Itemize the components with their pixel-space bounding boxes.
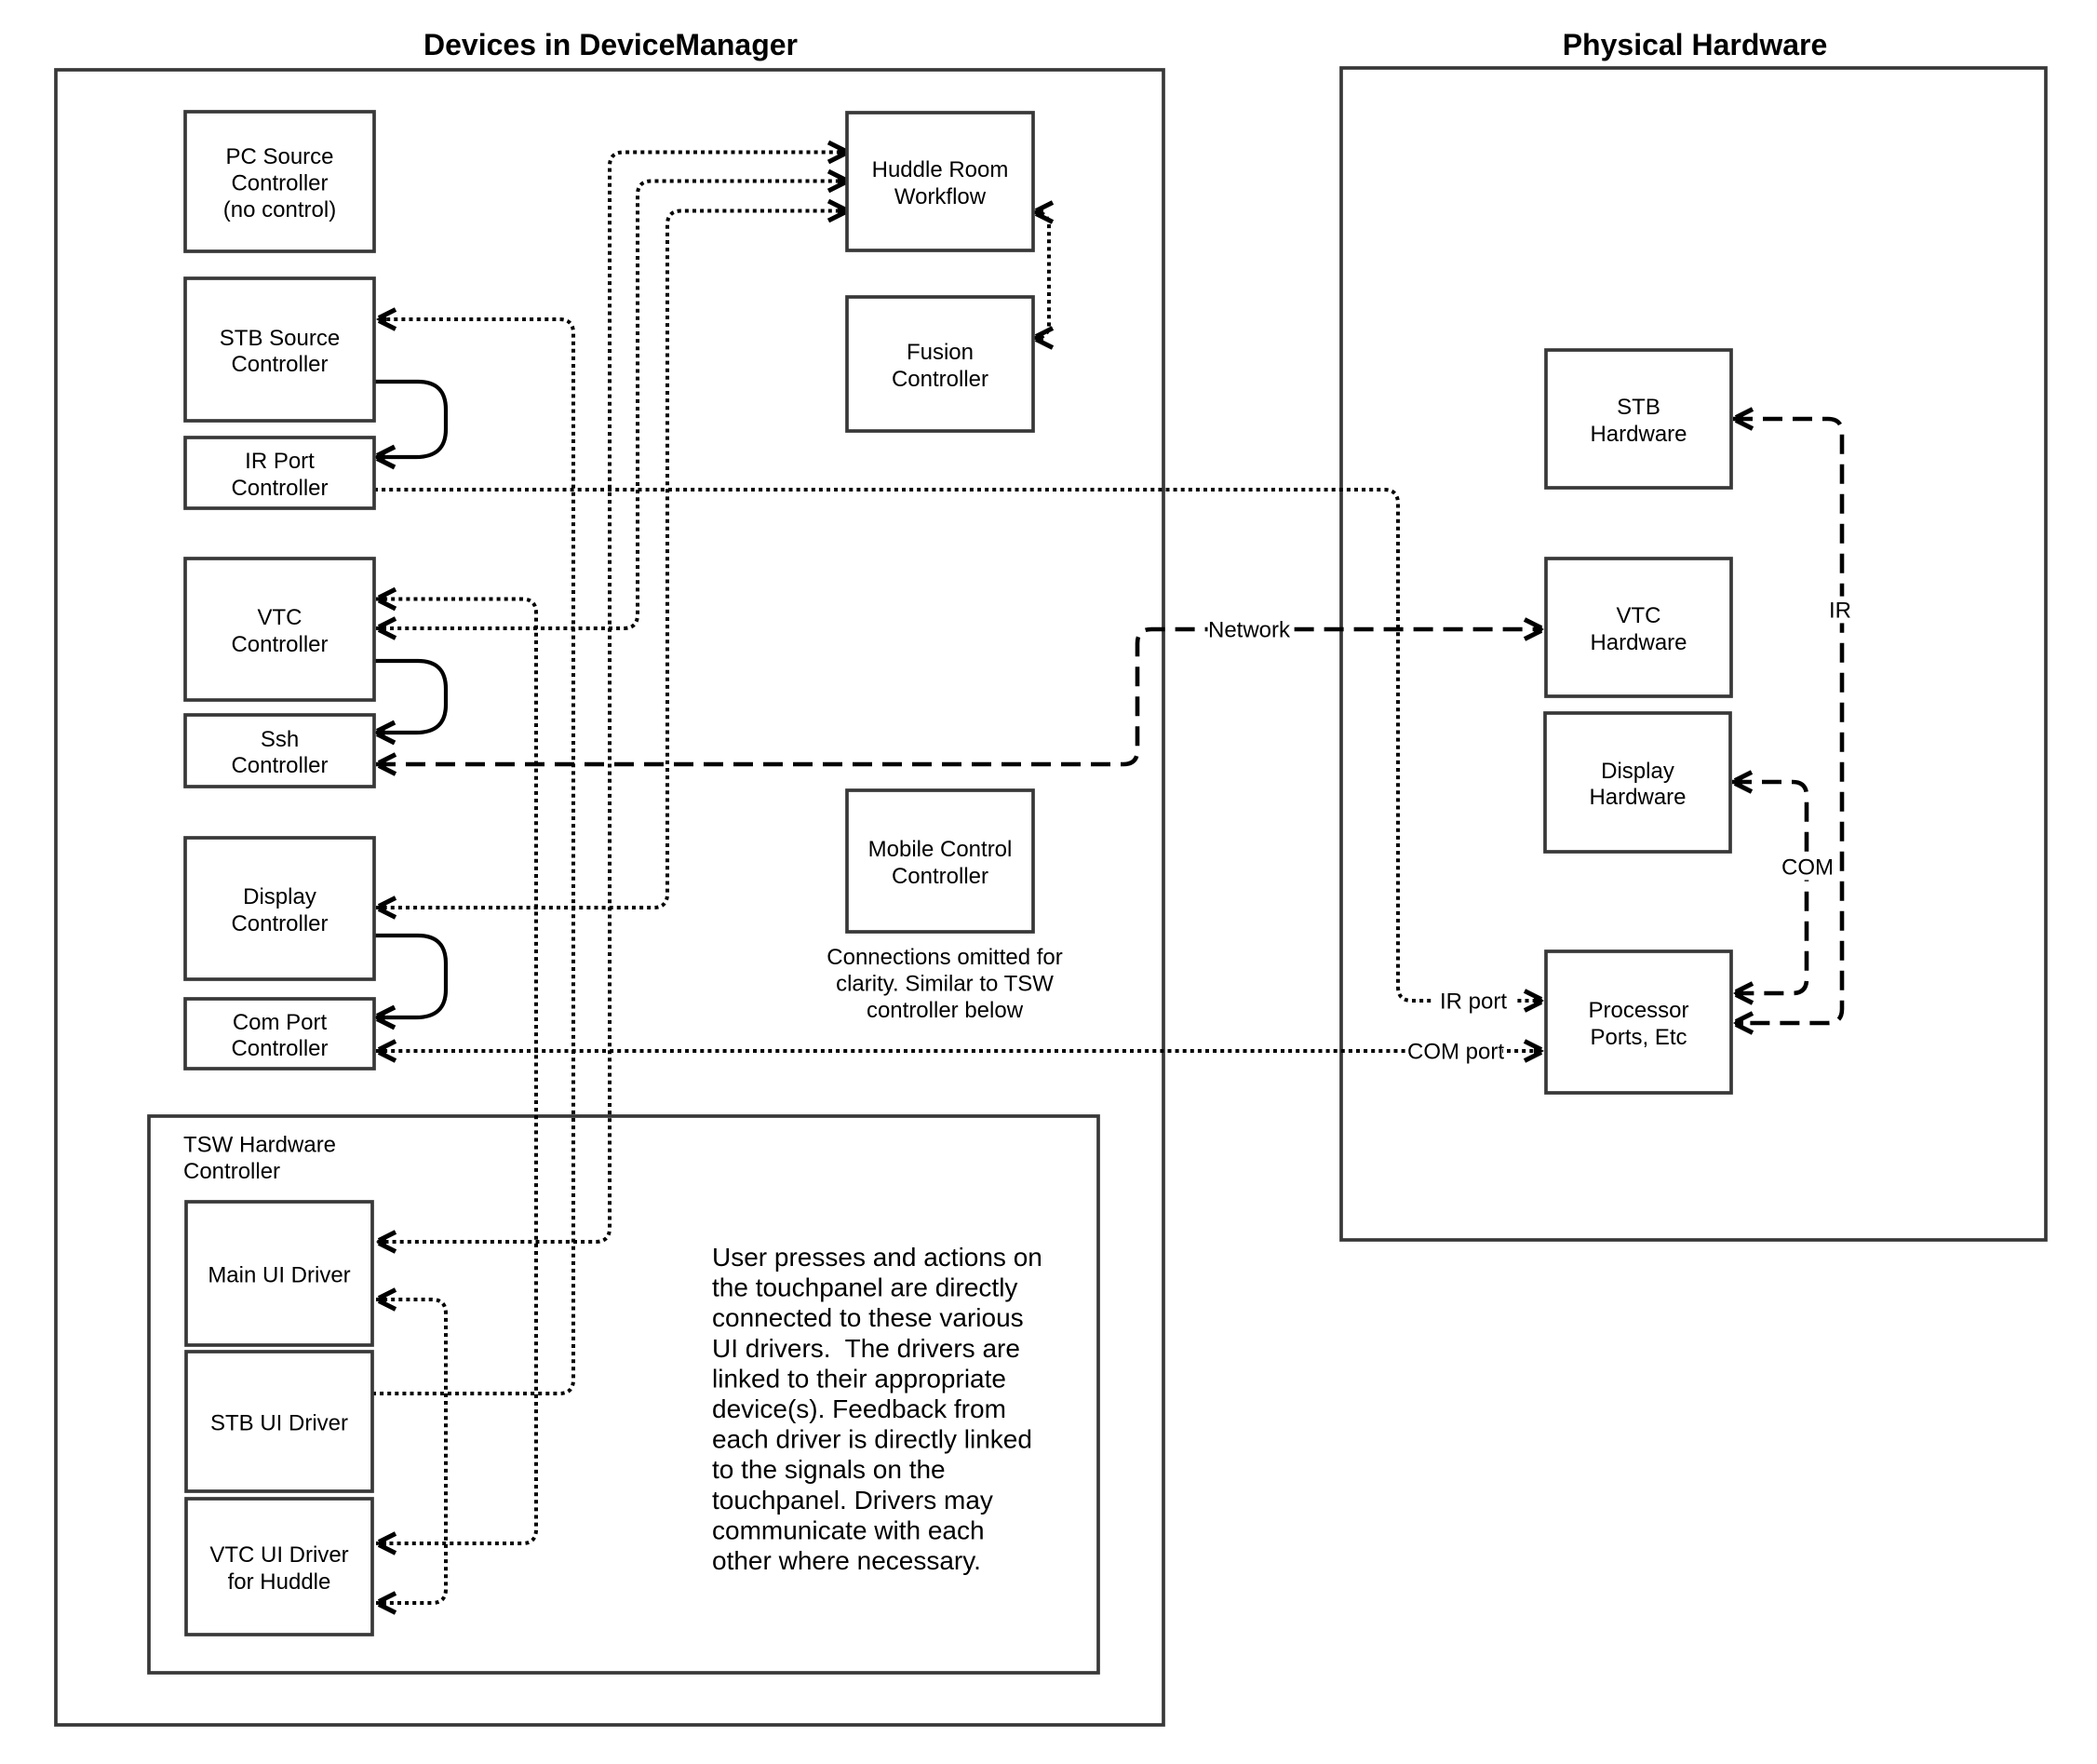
svg-text:IR port: IR port	[1440, 989, 1507, 1014]
svg-text:COM: COM	[1781, 855, 1834, 880]
svg-text:Huddle Room: Huddle Room	[872, 157, 1009, 182]
svg-text:STB Source: STB Source	[220, 326, 340, 351]
svg-text:Hardware: Hardware	[1590, 422, 1687, 447]
svg-text:User presses and actions on: User presses and actions on	[712, 1243, 1042, 1272]
svg-text:Controller: Controller	[892, 864, 988, 889]
svg-text:Controller: Controller	[231, 476, 328, 501]
svg-text:STB UI Driver: STB UI Driver	[210, 1411, 348, 1436]
svg-text:Processor: Processor	[1588, 998, 1688, 1023]
svg-text:Workflow: Workflow	[894, 184, 987, 209]
svg-text:communicate with each: communicate with each	[712, 1515, 985, 1544]
svg-text:Controller: Controller	[231, 171, 328, 196]
svg-text:Main UI Driver: Main UI Driver	[208, 1263, 350, 1288]
svg-text:controller below: controller below	[867, 998, 1024, 1023]
svg-text:VTC: VTC	[1617, 603, 1661, 628]
svg-text:Display: Display	[243, 884, 316, 909]
svg-text:touchpanel. Drivers may: touchpanel. Drivers may	[712, 1486, 993, 1515]
svg-text:IR: IR	[1829, 598, 1851, 623]
svg-text:Controller: Controller	[231, 753, 328, 778]
svg-text:Controller: Controller	[892, 367, 988, 392]
svg-text:linked to their appropriate: linked to their appropriate	[712, 1364, 1006, 1393]
svg-text:Display: Display	[1601, 759, 1674, 784]
svg-text:Ports, Etc: Ports, Etc	[1590, 1025, 1687, 1050]
svg-text:UI drivers. The drivers are: UI drivers. The drivers are	[712, 1334, 1020, 1363]
svg-text:VTC: VTC	[258, 605, 302, 630]
svg-text:Com Port: Com Port	[233, 1010, 328, 1035]
svg-text:clarity. Similar to TSW: clarity. Similar to TSW	[836, 972, 1054, 997]
svg-text:Hardware: Hardware	[1589, 785, 1686, 810]
svg-text:Hardware: Hardware	[1590, 630, 1687, 655]
svg-text:the touchpanel are directly: the touchpanel are directly	[712, 1273, 1017, 1302]
svg-text:Mobile Control: Mobile Control	[868, 837, 1013, 862]
svg-text:VTC UI Driver: VTC UI Driver	[209, 1542, 348, 1568]
svg-text:Fusion: Fusion	[907, 340, 974, 365]
svg-text:connected to these various: connected to these various	[712, 1303, 1024, 1332]
svg-text:to the signals on the: to the signals on the	[712, 1455, 946, 1484]
svg-text:Controller: Controller	[231, 352, 328, 377]
svg-text:Controller: Controller	[231, 632, 328, 657]
svg-text:STB: STB	[1617, 395, 1660, 420]
svg-text:Connections omitted for: Connections omitted for	[827, 945, 1062, 970]
svg-text:Devices in DeviceManager: Devices in DeviceManager	[423, 28, 798, 61]
svg-text:TSW Hardware: TSW Hardware	[183, 1133, 336, 1158]
svg-text:each driver is directly linked: each driver is directly linked	[712, 1425, 1032, 1454]
svg-text:Controller: Controller	[231, 911, 328, 936]
svg-text:PC Source: PC Source	[225, 144, 333, 169]
svg-text:for Huddle: for Huddle	[228, 1569, 331, 1595]
svg-text:Physical Hardware: Physical Hardware	[1563, 28, 1828, 61]
svg-text:IR Port: IR Port	[245, 449, 315, 474]
svg-text:Controller: Controller	[183, 1159, 280, 1184]
svg-text:COM port: COM port	[1407, 1039, 1504, 1064]
svg-text:other where necessary.: other where necessary.	[712, 1546, 981, 1575]
svg-text:device(s). Feedback from: device(s). Feedback from	[712, 1394, 1006, 1423]
svg-text:Ssh: Ssh	[261, 727, 299, 752]
svg-text:(no control): (no control)	[223, 197, 336, 222]
svg-text:Network: Network	[1208, 617, 1291, 642]
svg-text:Controller: Controller	[231, 1036, 328, 1061]
